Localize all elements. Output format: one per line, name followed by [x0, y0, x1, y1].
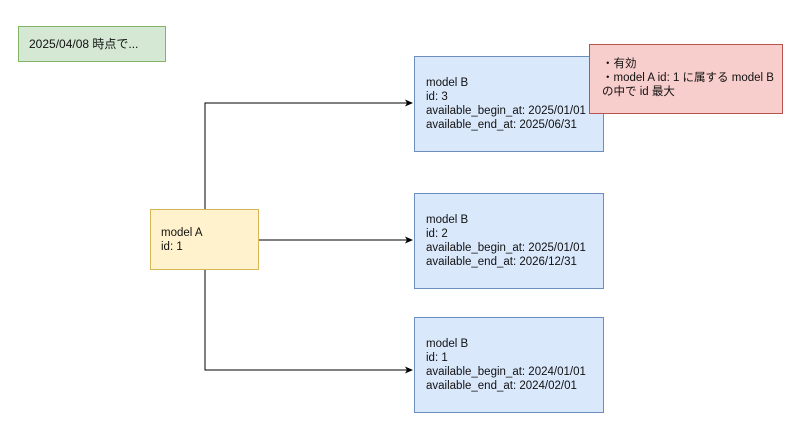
annotation-note[interactable]: ・有効 ・model A id: 1 に属する model B の中で id 最…	[589, 44, 783, 114]
context-note-text: 2025/04/08 時点で...	[29, 37, 139, 51]
model-b-id: id: 3	[426, 91, 448, 103]
edge-a-to-b1	[204, 270, 413, 374]
model-b-begin: available_begin_at: 2025/01/01	[426, 242, 586, 254]
model-b-title: model B	[426, 214, 469, 226]
model-b-begin: available_begin_at: 2025/01/01	[426, 105, 586, 117]
model-b-end: available_end_at: 2026/12/31	[426, 256, 577, 268]
annotation-line: ・model A id: 1 に属する model B	[602, 72, 774, 84]
model-b-end: available_end_at: 2025/06/31	[426, 119, 577, 131]
annotation-line: ・有効	[602, 58, 637, 70]
model-b-title: model B	[426, 77, 469, 89]
model-b-node-id3[interactable]: model B id: 3 available_begin_at: 2025/0…	[414, 56, 604, 152]
model-a-id: id: 1	[161, 240, 183, 253]
model-b-node-id2[interactable]: model B id: 2 available_begin_at: 2025/0…	[414, 193, 604, 289]
context-note[interactable]: 2025/04/08 時点で...	[18, 26, 166, 62]
model-a-node[interactable]: model A id: 1	[150, 209, 259, 270]
model-b-begin: available_begin_at: 2024/01/01	[426, 366, 586, 378]
model-b-id: id: 2	[426, 228, 448, 240]
model-b-id: id: 1	[426, 352, 448, 364]
annotation-line: の中で id 最大	[602, 86, 675, 98]
edge-a-to-b3	[204, 99, 413, 209]
model-b-node-id1[interactable]: model B id: 1 available_begin_at: 2024/0…	[414, 317, 604, 413]
model-a-title: model A	[161, 226, 203, 239]
model-b-end: available_end_at: 2024/02/01	[426, 380, 577, 392]
model-b-title: model B	[426, 338, 469, 350]
